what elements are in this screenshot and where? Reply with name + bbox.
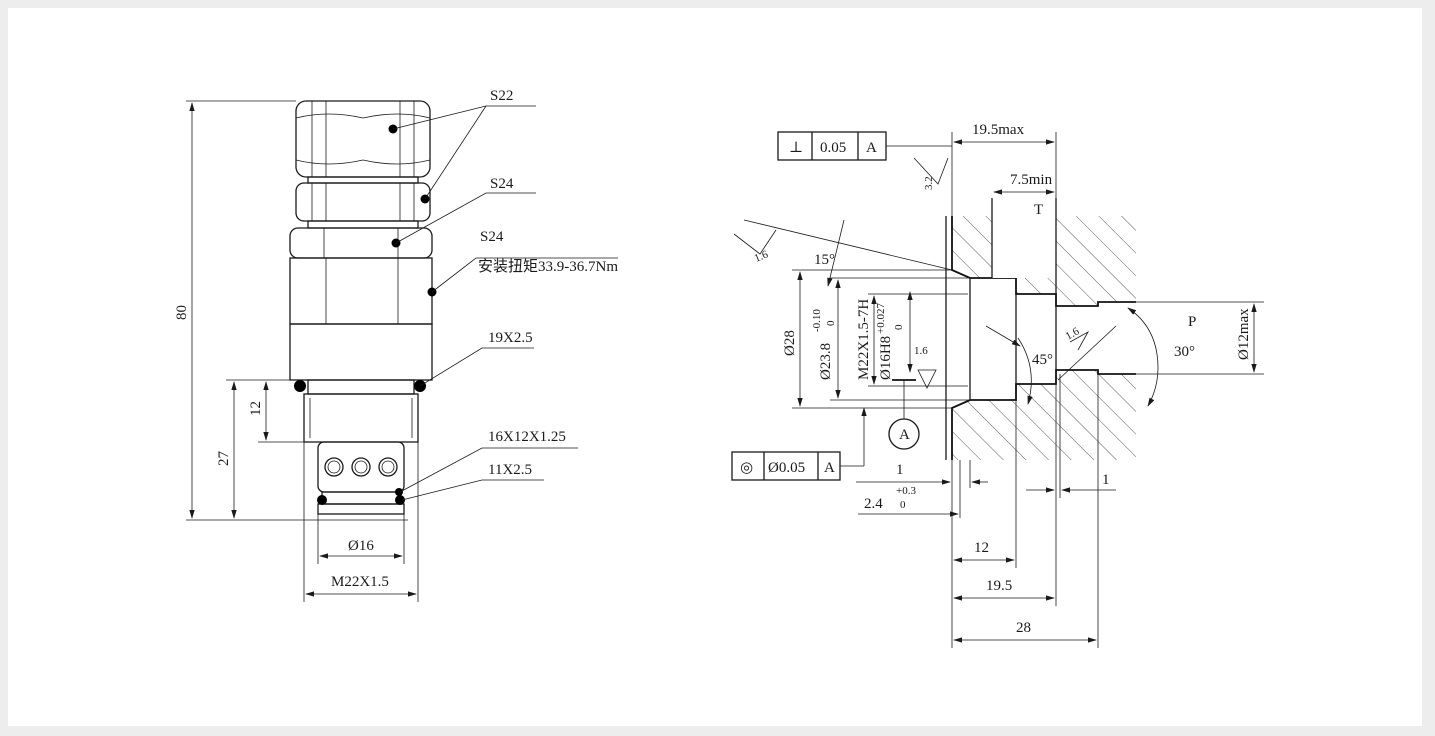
callout-thread-16: 16X12X1.25: [488, 429, 566, 445]
left-view-labels: S22 S24 S24 安装扭矩33.9-36.7Nm 19X2.5 16X12…: [174, 88, 618, 590]
dim-outlet-dia: Ø12max: [1236, 308, 1252, 360]
datum-a-label: A: [899, 427, 910, 443]
cavity-lower-profile: [951, 369, 1136, 460]
concentricity-value: Ø0.05: [768, 460, 805, 476]
perpendicularity-symbol: ⊥: [789, 140, 803, 156]
tol-2-4-upper: +0.3: [896, 485, 916, 497]
concentricity-datum: A: [824, 460, 835, 476]
dim-len-28: 28: [1016, 620, 1031, 636]
technical-drawing: S22 S24 S24 安装扭矩33.9-36.7Nm 19X2.5 16X12…: [174, 88, 1264, 648]
roughness-top: 3.2: [923, 176, 935, 190]
roughness-chamfer: 1.6: [753, 248, 771, 264]
dim-depth-min: 7.5min: [1010, 172, 1053, 188]
thread-section: [303, 393, 419, 443]
perpendicularity-value: 0.05: [820, 140, 846, 156]
dim-length-12: 12: [248, 401, 264, 416]
concentricity-symbol: ◎: [740, 460, 753, 476]
cavity-section-view: [731, 131, 1264, 648]
tol-2-4-lower: 0: [900, 499, 906, 511]
tol-23-8-upper: -0.10: [811, 309, 823, 332]
callout-torque: 安装扭矩33.9-36.7Nm: [478, 258, 618, 275]
dim-step-1: 1: [896, 462, 904, 478]
dim-len-12: 12: [974, 540, 989, 556]
tol-bore-lower: 0: [893, 324, 905, 330]
valve-body-hex: [289, 257, 433, 325]
angle-chamfer: 15°: [814, 252, 835, 268]
dim-length-27: 27: [216, 451, 232, 467]
dim-step-2-4: 2.4: [864, 496, 883, 512]
drawing-sheet: S22 S24 S24 安装扭矩33.9-36.7Nm 19X2.5 16X12…: [8, 8, 1422, 726]
perpendicularity-datum: A: [866, 140, 877, 156]
roughness-bore: 1.6: [914, 345, 928, 357]
spool-section: [317, 441, 405, 493]
dim-dia-28: Ø28: [782, 330, 798, 356]
right-view-labels: ⊥ 0.05 A ◎ Ø0.05 A A 19.5max 7.5min T P …: [740, 122, 1252, 636]
valve-body-cylinder: [289, 323, 433, 381]
hex-nut-s22: [295, 100, 431, 178]
cavity-upper-profile: [951, 216, 1136, 307]
dim-bore: Ø16H8: [878, 336, 894, 380]
tol-23-8-lower: 0: [825, 320, 837, 326]
hex-nut-s24-upper: [295, 182, 431, 222]
callout-s24-lower: S24: [480, 229, 504, 245]
tol-bore-upper: +0.027: [875, 303, 887, 334]
angle-seat: 45°: [1032, 352, 1053, 368]
port-tank-label: T: [1034, 202, 1043, 218]
dim-thread-m22: M22X1.5-7H: [856, 299, 872, 380]
callout-oring-19: 19X2.5: [488, 330, 533, 346]
cartridge-valve-view: [186, 100, 618, 602]
hex-nut-s24-lower: [289, 227, 433, 259]
dim-outlet-step: 1: [1102, 472, 1110, 488]
roughness-seat: 1.6: [1064, 325, 1082, 343]
callout-s22: S22: [490, 88, 513, 104]
port-pressure-label: P: [1188, 314, 1196, 330]
dim-dia-16: Ø16: [348, 538, 374, 554]
callout-oring-11: 11X2.5: [488, 462, 532, 478]
dim-overall-length: 80: [174, 305, 190, 320]
dim-depth-max: 19.5max: [972, 122, 1025, 138]
angle-outlet: 30°: [1174, 344, 1195, 360]
callout-s24-upper: S24: [490, 176, 514, 192]
dim-dia-23-8: Ø23.8: [818, 343, 834, 380]
dim-len-19-5: 19.5: [986, 578, 1012, 594]
dim-thread-m22: M22X1.5: [331, 574, 389, 590]
